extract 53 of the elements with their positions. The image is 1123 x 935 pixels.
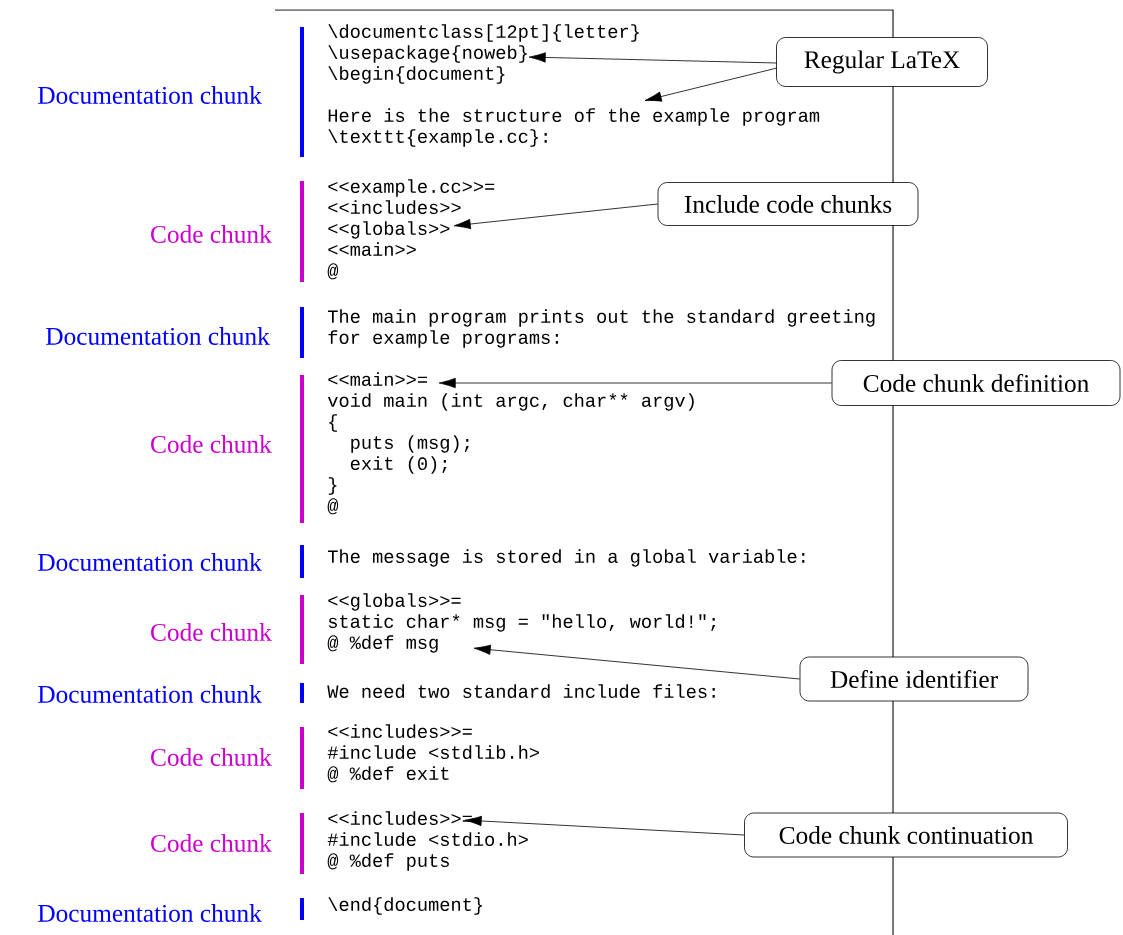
chunk-label: Documentation chunk [38,904,262,922]
code-line: @ [327,498,339,515]
code-line: #include <stdio.h> [327,832,528,847]
code-line: @ %def puts [327,853,449,871]
code-line: Here is the structure of the example program [328,108,820,126]
callout-box: Include code chunks [657,182,919,226]
code-line: We need two standard include files: [327,684,715,699]
callout-box: Regular LaTeX [776,37,988,87]
chunk-label: Documentation chunk [38,553,262,571]
code-line: } [328,477,337,495]
code-line: @ %def exit [327,766,449,783]
callout-box: Define identifier [799,656,1029,702]
code-line: void main (int argc, char** argv) [327,393,694,411]
chunk-label: Code chunk [151,435,272,453]
code-line: <<example.cc>>= [328,179,495,197]
chunk-label: Documentation chunk [38,685,262,703]
code-line: <<main>> [328,242,416,256]
callout-box: Code chunk definition [831,360,1121,406]
code-line: @ %def msg [327,635,438,653]
code-line: The main program prints out the standard greeting [327,309,875,327]
code-line: <<globals>>= [328,593,461,611]
chunk-label: Code chunk [151,748,272,766]
code-line: \texttt{example.cc}: [328,129,547,147]
callout-box: Code chunk continuation [744,812,1068,858]
code-line: @ [327,263,339,280]
arrow [644,67,778,102]
arrow [528,52,778,64]
arrow [464,815,745,836]
arrow [473,644,800,680]
code-line: exit (0); [350,456,447,474]
code-line: <<globals>> [328,221,450,239]
code-line: { [329,414,337,432]
code-line: \end{document} [328,897,482,915]
chunk-label: Code chunk [151,623,272,641]
chunk-label: Documentation chunk [38,86,262,104]
code-line: <<includes>> [328,200,461,215]
code-line: static char* msg = "hello, world!"; [328,614,716,632]
chunk-label: Code chunk [151,834,272,852]
code-line: \documentclass[12pt]{letter} [328,24,639,42]
node-label: Code chunk definition [863,373,1089,393]
code-line: puts (msg); [351,435,469,453]
arrow [453,203,658,230]
arrow [438,377,832,389]
code-line: <<main>>= [328,372,427,386]
code-line: <<includes>>= [328,811,472,826]
code-line: for example programs: [328,330,558,348]
code-line: \usepackage{noweb} [328,45,527,63]
code-line: The message is stored in a global variable: [327,549,805,567]
code-line: #include <stdlib.h> [327,745,539,760]
chunk-label: Documentation chunk [46,327,270,345]
code-line: \begin{document} [328,66,505,84]
code-line: <<includes>>= [328,724,472,739]
chunk-label: Code chunk [151,225,272,243]
